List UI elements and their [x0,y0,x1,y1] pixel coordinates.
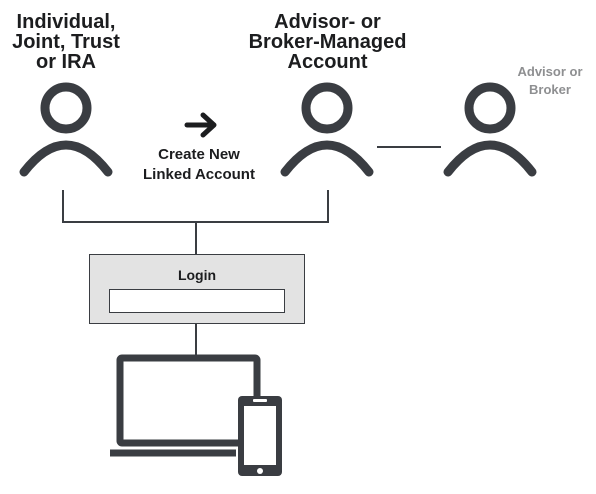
login-panel: Login [89,254,305,324]
person-icon-advisor [443,82,537,177]
create-linked-account-label: Create New Linked Account [143,146,255,183]
laptop-icon [110,354,261,457]
advisor-label: Advisor or Broker [517,64,583,97]
managed-account-label: Advisor- or Broker-Managed Account [248,11,407,73]
individual-account-label: Individual, Joint, Trust or IRA [12,11,120,73]
bracket-connector [62,190,329,355]
login-input[interactable] [109,289,285,313]
login-label: Login [177,267,217,283]
person-icon-managed [280,82,374,177]
person-icon-individual [19,82,113,177]
arrow-right-icon [184,112,217,138]
smartphone-icon [238,396,282,476]
